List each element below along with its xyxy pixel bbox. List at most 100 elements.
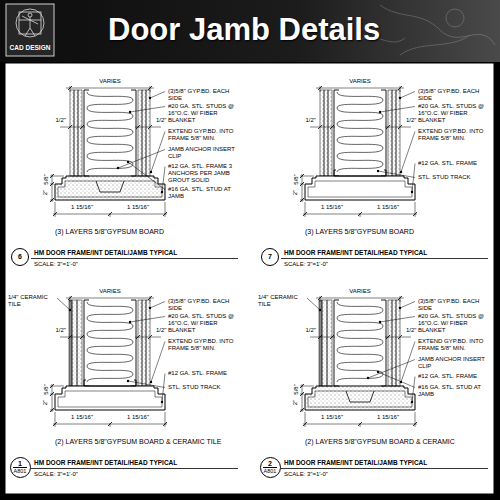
ceramic-tile (69, 300, 72, 386)
steel-stud (334, 300, 339, 386)
detail-bubble: 6 (11, 248, 29, 266)
scale-note: SCALE: 3"=1'-0" (34, 471, 78, 478)
detail-caption: (2) LAYERS 5/8"GYPSUM BOARD & CERAMIC (305, 438, 455, 446)
hm-door-frame (55, 176, 165, 200)
leader-lines (377, 92, 415, 194)
title-underline (31, 258, 238, 259)
dimension: 1 15/16" (377, 204, 399, 211)
dimension: 1/2" (406, 327, 416, 334)
wall-detail (31, 86, 238, 259)
scale-note: SCALE: 3"=1'-0" (284, 261, 328, 268)
title-underline (281, 468, 488, 469)
detail-title: HM DOOR FRAME/INT DETAIL/JAMB TYPICAL (34, 249, 177, 256)
dimension: VARIES (99, 288, 121, 295)
callout-note: (3)5/8" GYP.BD. EACH SIDE (418, 298, 486, 312)
callout-note: 1/4" CERAMIC TILE (258, 294, 306, 308)
detail-title: HM DOOR FRAME/INT DETAIL/HEAD TYPICAL (34, 459, 177, 466)
detail-caption: (2) LAYERS 5/8"GYPSUM BOARD & CERAMIC TI… (55, 438, 221, 446)
steel-stud (131, 90, 136, 176)
callout-note: (3)5/8" GYP.BD. EACH SIDE (168, 88, 236, 102)
fiber-blanket (337, 92, 383, 172)
dimension: 5/8" (293, 384, 300, 394)
dimension: 1/2" (306, 117, 316, 124)
steel-stud (381, 90, 386, 176)
drawing-sheet (5, 63, 494, 494)
callout-note: STL. STUD TRACK (168, 384, 236, 391)
gypsum-board (392, 90, 396, 176)
header-band (0, 0, 500, 62)
wall-detail (281, 296, 488, 469)
jamb-anchor (96, 181, 124, 192)
callout-note: #20 GA. STL. STUDS @ 16"O.C. W/ FIBER BL… (168, 103, 236, 124)
detail-number: 7 (267, 253, 273, 261)
dimension: 1 15/16" (71, 204, 93, 211)
dimension: 1 15/16" (127, 414, 149, 421)
gypsum-board (70, 90, 74, 176)
callout-note: #12 GA. STL. FRAME (418, 373, 486, 380)
detail-number: 6 (17, 253, 23, 261)
ceramic-tile (319, 300, 322, 386)
dimension: VARIES (99, 78, 121, 85)
gypsum-board (392, 300, 396, 386)
callout-note: EXTEND GYP.BD. INTO FRAME 5/8" MIN. (168, 338, 236, 352)
dimension-lines (50, 296, 167, 427)
callout-note: #12 GA. STL. FRAME (168, 370, 236, 377)
gypsum-board (396, 90, 400, 176)
steel-stud (84, 90, 89, 176)
dimension: 1/2" (306, 327, 316, 334)
gypsum-board (142, 90, 146, 176)
hm-door-frame (305, 386, 415, 410)
scale-note: SCALE: 3"=1'-0" (284, 471, 328, 478)
dimension: VARIES (349, 288, 371, 295)
dimension: 1 15/16" (127, 204, 149, 211)
fiber-blanket (337, 302, 383, 382)
dimension: 1 15/16" (71, 414, 93, 421)
gypsum-board (327, 300, 332, 386)
dimension: 1 15/16" (321, 414, 343, 421)
page-title: Door Jamb Details (108, 12, 380, 48)
detail-caption: (3) LAYERS 5/8"GYPSUM BOARD (55, 228, 164, 236)
fiber-blanket (87, 302, 133, 382)
callout-note: (3)5/8" GYP.BD. EACH SIDE (168, 298, 236, 312)
leader-lines (57, 298, 165, 403)
frame-inner-line (58, 181, 162, 197)
stud-track (334, 170, 386, 176)
dimension: VARIES (349, 78, 371, 85)
callout-note: JAMB ANCHOR INSERT CLIP (168, 146, 236, 160)
gypsum-board (324, 90, 328, 176)
dimension: 5/8" (43, 174, 50, 184)
steel-stud (381, 300, 386, 386)
logo (6, 4, 54, 56)
wall-detail (281, 86, 488, 259)
leader-lines (307, 298, 415, 403)
hm-door-frame (305, 176, 415, 200)
gypsum-board (138, 300, 142, 386)
scale-note: SCALE: 3"=1'-0" (34, 261, 78, 268)
detail-title: HM DOOR FRAME/INT DETAIL/HEAD TYPICAL (284, 249, 427, 256)
callout-note: EXTEND GYP.BD. INTO FRAME 5/8" MIN. (168, 128, 236, 142)
detail-bubble: 1A801 (10, 457, 31, 478)
dimension: 1 15/16" (377, 414, 399, 421)
frame-inner-line (58, 391, 162, 407)
gypsum-board (396, 300, 400, 386)
gypsum-board (320, 90, 324, 176)
callout-note: #12 GA. STL. FRAME (418, 160, 486, 167)
callout-note: EXTEND GYP.BD. INTO FRAME 5/8" MIN. (418, 338, 486, 352)
steel-stud (84, 300, 89, 386)
dimension: 5/8" (43, 384, 50, 394)
gypsum-board (388, 90, 392, 176)
gypsum-board (322, 300, 327, 386)
gypsum-board (146, 90, 150, 176)
wall-detail (31, 296, 238, 469)
dimension: 5/8" (293, 174, 300, 184)
dimension: 1/2" (156, 117, 166, 124)
gypsum-board (138, 90, 142, 176)
gypsum-board (388, 300, 392, 386)
callout-note: #16 GA. STL. STUD AT JAMB (418, 384, 486, 398)
sheet-number: A801 (263, 467, 278, 474)
leader-lines (117, 92, 165, 194)
detail-bubble: 7 (261, 248, 279, 266)
callout-note: (3)5/8" GYP.BD. EACH SIDE (418, 88, 486, 102)
stud-track (84, 380, 136, 386)
